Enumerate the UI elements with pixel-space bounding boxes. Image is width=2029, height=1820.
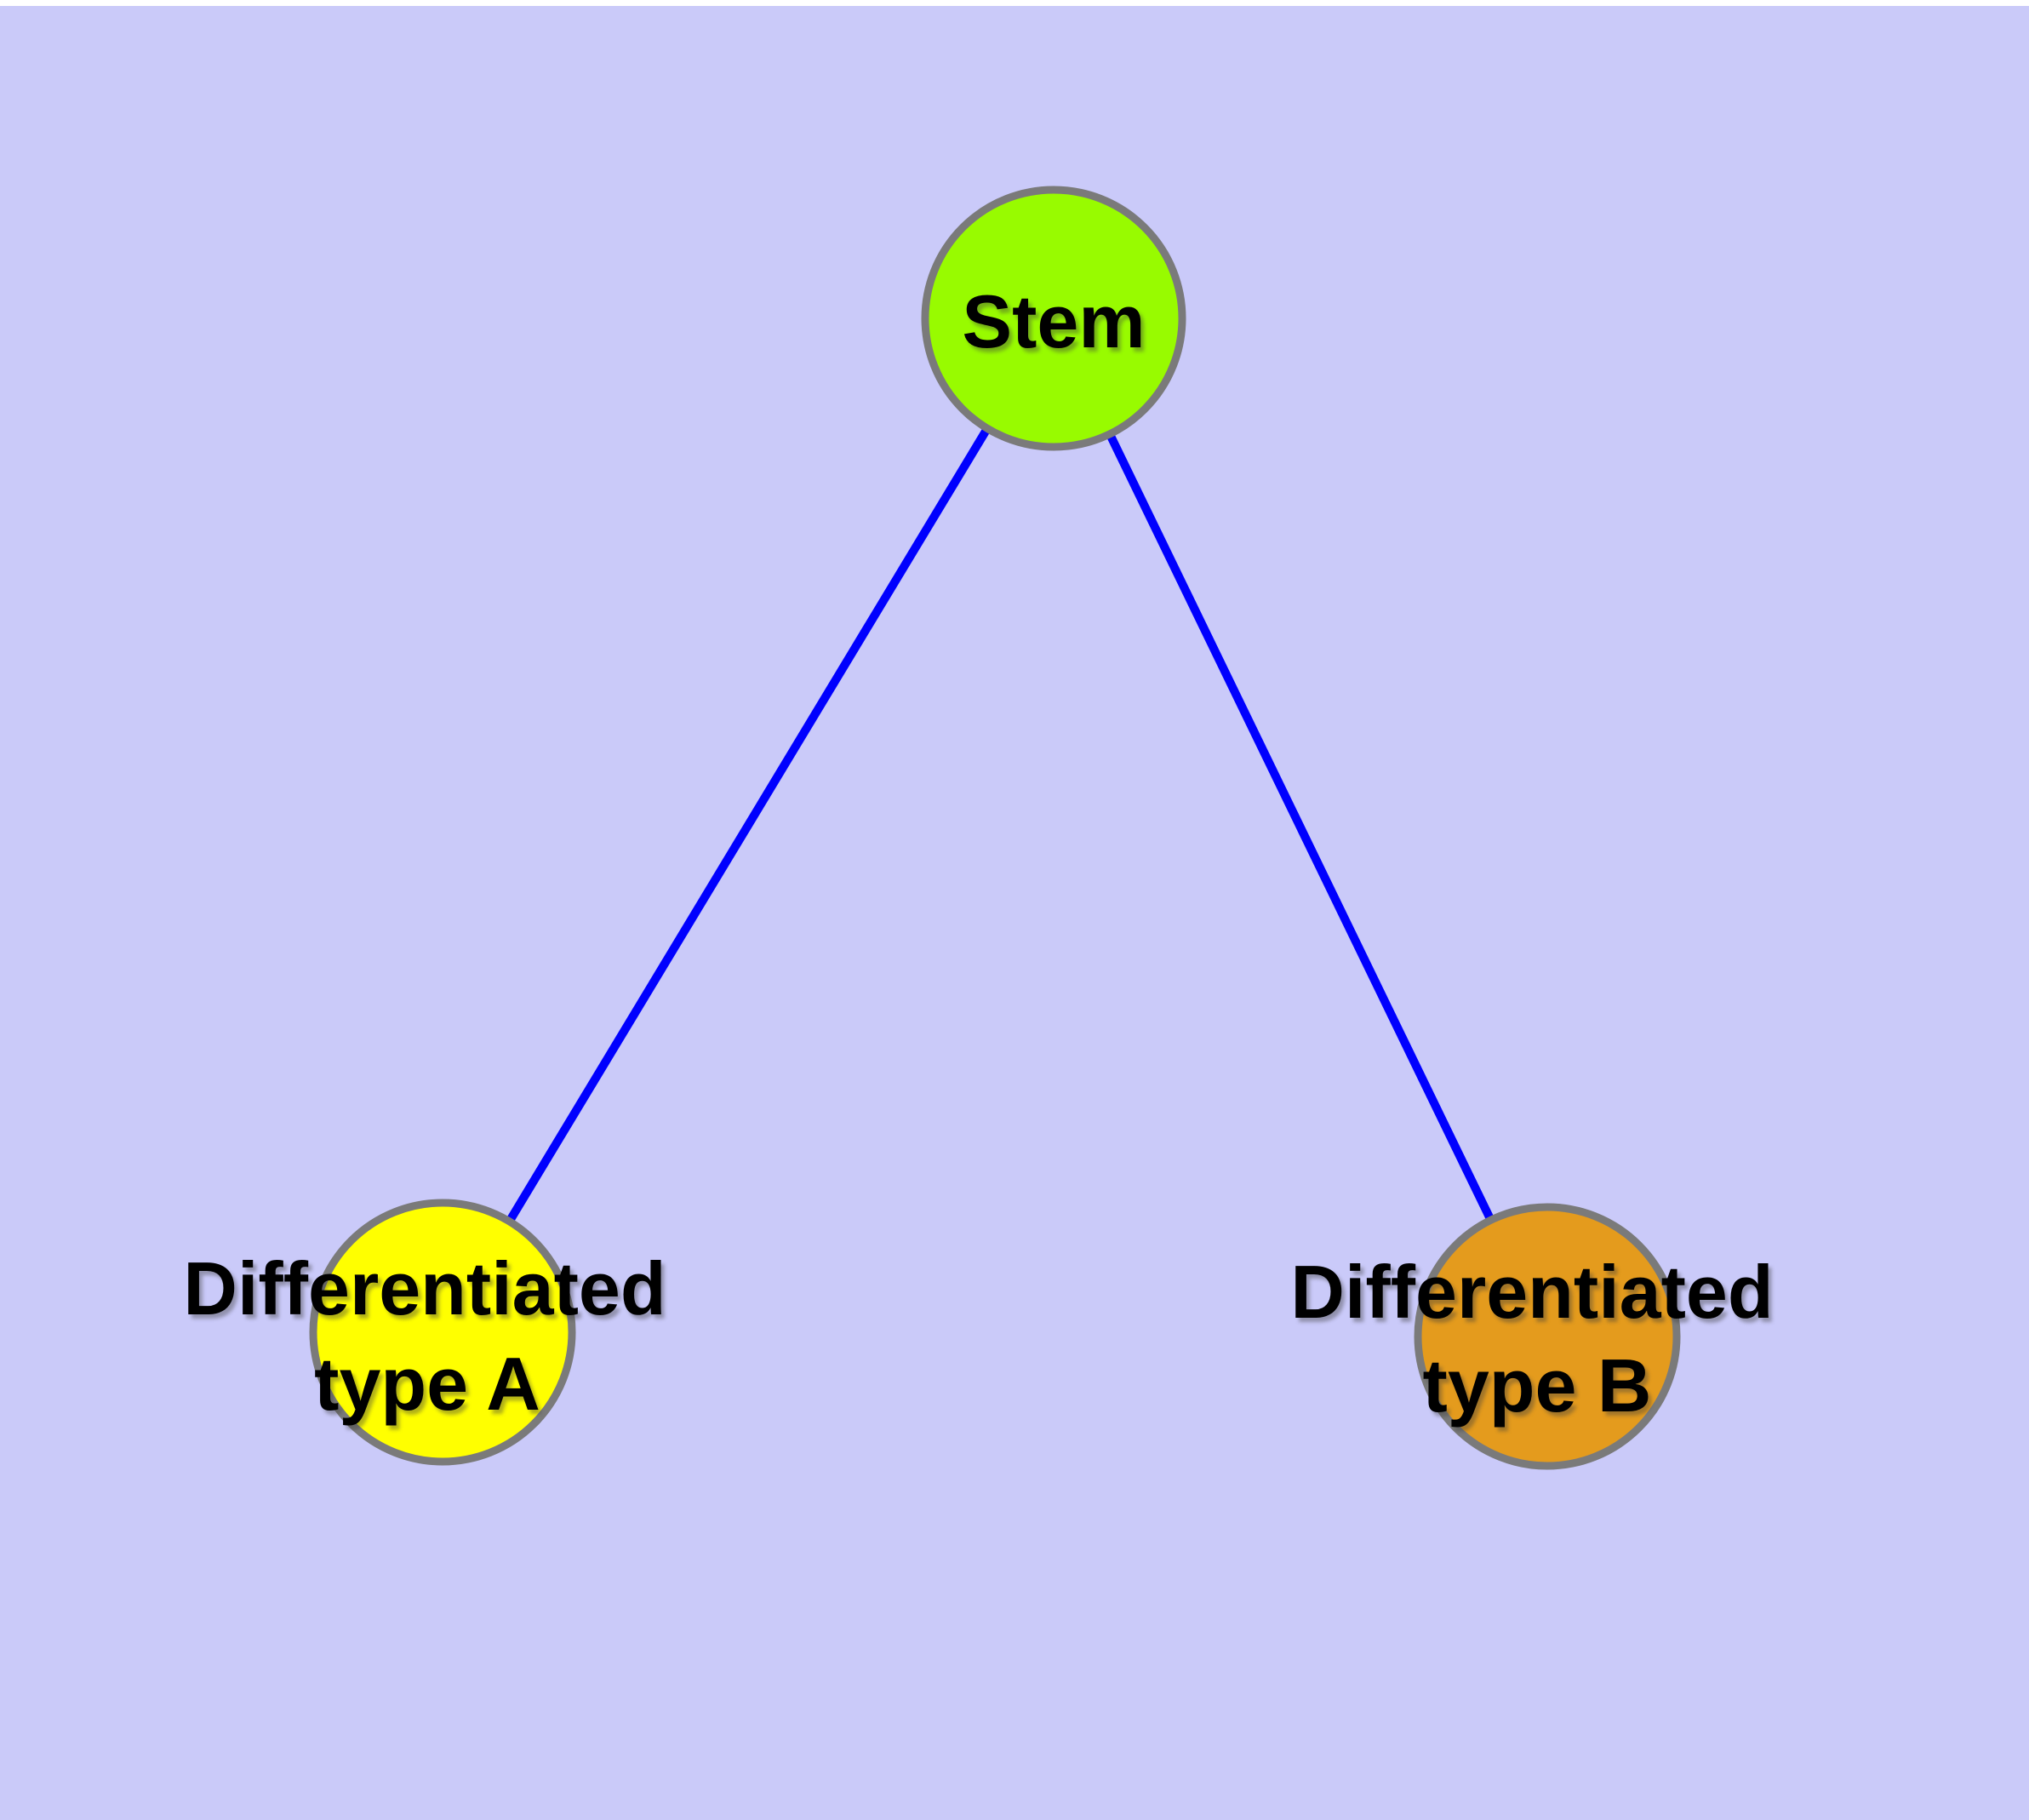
edge-stem-to-type-a [438,316,1058,1335]
edge-stem-to-type-b [1049,316,1552,1339]
node-type-b-label-line1: Differentiated [1290,1250,1773,1334]
node-type-a-label-line2: type A [314,1342,540,1426]
node-type-b-circle [1414,1203,1681,1470]
node-labels: Stem Differentiated type A Differentiate… [183,279,1773,1428]
node-type-a-label-line1: Differentiated [183,1246,666,1331]
node-type-a-circle [309,1199,576,1466]
node-stem-circle [921,186,1186,451]
top-border-strip [0,0,2029,6]
node-type-b-label-line2: type B [1423,1343,1652,1428]
node-stem-label: Stem [962,279,1145,363]
